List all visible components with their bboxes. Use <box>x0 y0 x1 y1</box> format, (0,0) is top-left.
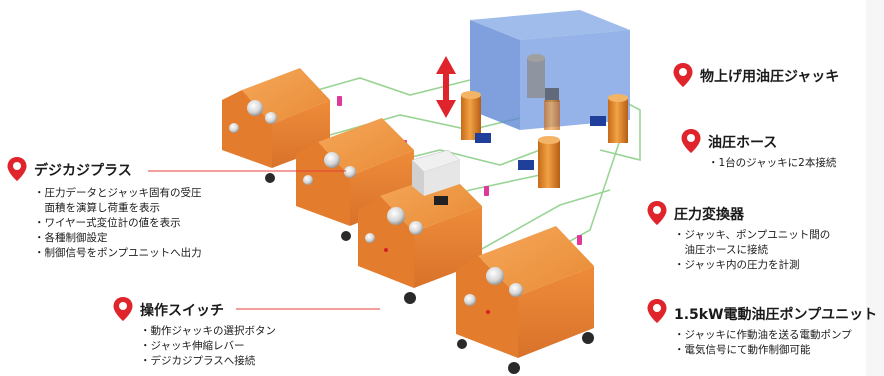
map-pin-icon <box>647 299 667 323</box>
label-pressure-line: ・ジャッキ内の圧力を計測 <box>674 259 800 271</box>
label-digi-line: 面積を演算し荷重を表示 <box>34 202 160 214</box>
label-switch-line: ・ジャッキ伸縮レバー <box>140 340 245 352</box>
load-block <box>470 10 630 130</box>
leader-lines <box>148 170 380 310</box>
label-jack-title: 物上げ用油圧ジャッキ <box>700 69 840 85</box>
map-pin-icon <box>113 297 133 321</box>
map-pin-icon <box>681 129 701 153</box>
label-digi-line: ・制御信号をポンプユニットへ出力 <box>34 247 202 259</box>
pump-units <box>222 68 594 374</box>
label-jack: 物上げ用油圧ジャッキ <box>700 66 839 86</box>
label-digi-title: デジカジプラス <box>34 163 132 179</box>
map-pin-icon <box>673 63 693 87</box>
label-pump: 1.5kW電動油圧ポンプユニット ・ジャッキに作動油を送る電動ポンプ ・電気信号… <box>674 304 877 358</box>
hydraulic-jacks <box>461 91 628 188</box>
label-pressure-line: 油圧ホースに接続 <box>674 244 768 256</box>
label-hose: 油圧ホース ・1台のジャッキに2本接続 <box>708 132 836 171</box>
double-arrow-icon <box>436 56 456 118</box>
label-switch-line: ・デジカジプラスへ接続 <box>140 355 256 367</box>
map-pin-icon <box>7 157 27 181</box>
label-pressure-title: 圧力変換器 <box>674 207 744 223</box>
label-digi: デジカジプラス ・圧力データとジャッキ固有の受圧 面積を演算し荷重を表示 ・ワイ… <box>34 160 202 261</box>
label-hose-line: ・1台のジャッキに2本接続 <box>708 157 837 169</box>
pump-unit-3 <box>358 149 482 304</box>
label-pressure-line: ・ジャッキ、ポンプユニット間の <box>674 229 831 241</box>
label-hose-title: 油圧ホース <box>708 135 778 151</box>
label-pump-line: ・電気信号にて動作制御可能 <box>674 344 811 356</box>
label-switch: 操作スイッチ ・動作ジャッキの選択ボタン ・ジャッキ伸縮レバー ・デジカジプラス… <box>140 300 276 369</box>
label-pump-line: ・ジャッキに作動油を送る電動ポンプ <box>674 329 852 341</box>
label-digi-line: ・圧力データとジャッキ固有の受圧 <box>34 187 202 199</box>
label-pressure: 圧力変換器 ・ジャッキ、ポンプユニット間の 油圧ホースに接続 ・ジャッキ内の圧力… <box>674 204 830 273</box>
label-pump-title: 1.5kW電動油圧ポンプユニット <box>674 307 878 323</box>
label-switch-line: ・動作ジャッキの選択ボタン <box>140 325 276 337</box>
label-switch-title: 操作スイッチ <box>140 303 224 319</box>
label-digi-line: ・各種制御設定 <box>34 232 108 244</box>
pump-unit-4 <box>456 226 594 374</box>
map-pin-icon <box>647 201 667 225</box>
label-digi-line: ・ワイヤー式変位計の値を表示 <box>34 217 181 229</box>
